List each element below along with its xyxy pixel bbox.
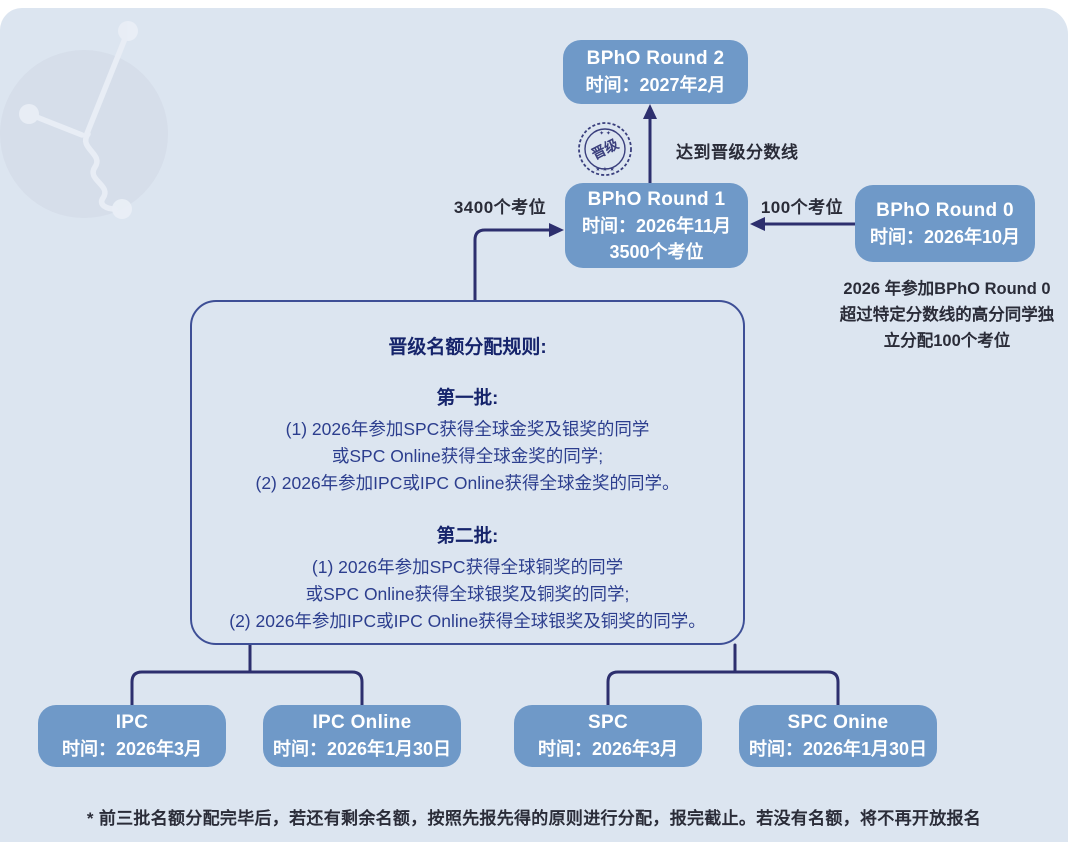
node-spc-online: SPC Onine 时间：2026年1月30日 <box>739 705 937 767</box>
node-title: BPhO Round 1 <box>587 188 726 210</box>
node-time: 时间：2027年2月 <box>585 75 726 95</box>
node-title: IPC <box>115 712 149 733</box>
batch2-line: 或SPC Online获得全球银奖及铜奖的同学; <box>305 584 630 604</box>
node-time: 时间：2026年1月30日 <box>272 739 452 759</box>
batch1-lines: (1) 2026年参加SPC获得全球金奖及银奖的同学 或SPC Online获得… <box>256 416 680 497</box>
node-ipc-online: IPC Online 时间：2026年1月30日 <box>263 705 461 767</box>
round0-note: 2026 年参加BPhO Round 0 超过特定分数线的高分同学独 立分配10… <box>828 276 1066 354</box>
node-bpho-round-0: BPhO Round 0 时间：2026年10月 <box>855 185 1035 262</box>
label-promote-cutoff: 达到晋级分数线 <box>676 143 799 162</box>
batch2-line: (1) 2026年参加SPC获得全球铜奖的同学 <box>311 557 624 577</box>
node-title: BPhO Round 0 <box>876 199 1014 221</box>
arrowhead-left <box>750 217 765 231</box>
svg-text:★ ★ ★: ★ ★ ★ <box>595 166 614 173</box>
label-100-seats: 100个考位 <box>760 198 844 217</box>
node-time: 时间：2026年1月30日 <box>748 739 928 759</box>
node-time: 时间：2026年3月 <box>537 739 679 759</box>
round0-note-line: 2026 年参加BPhO Round 0 <box>843 280 1051 298</box>
node-title: IPC Online <box>312 712 412 733</box>
batch1-line: 或SPC Online获得全球金奖的同学; <box>331 446 604 466</box>
batch2-heading: 第二批: <box>436 525 499 546</box>
svg-text:✦ ✦: ✦ ✦ <box>599 130 611 137</box>
badge-label: 晋级 <box>589 135 622 162</box>
round0-note-line: 立分配100个考位 <box>883 332 1011 350</box>
rules-title: 晋级名额分配规则: <box>388 337 547 358</box>
node-title: SPC Onine <box>787 712 889 733</box>
promotion-seal-icon: 晋级 ✦ ✦ ★ ★ ★ <box>578 122 632 176</box>
node-seats: 3500个考位 <box>609 241 704 262</box>
label-3400-seats: 3400个考位 <box>453 198 547 217</box>
node-time: 时间：2026年3月 <box>61 739 203 759</box>
node-title: SPC <box>588 712 628 733</box>
footnote: * 前三批名额分配完毕后，若还有剩余名额，按照先报先得的原则进行分配，报完截止。… <box>86 809 982 828</box>
arrowhead-up <box>643 104 657 119</box>
node-time: 时间：2026年11月 <box>581 215 732 236</box>
left-bracket <box>130 670 364 707</box>
node-bpho-round-2: BPhO Round 2 时间：2027年2月 <box>563 40 748 104</box>
batch1-line: (1) 2026年参加SPC获得全球金奖及银奖的同学 <box>285 419 650 439</box>
node-ipc: IPC 时间：2026年3月 <box>38 705 226 767</box>
node-bpho-round-1: BPhO Round 1 时间：2026年11月 3500个考位 <box>565 183 748 268</box>
node-spc: SPC 时间：2026年3月 <box>514 705 702 767</box>
arrowhead-right <box>549 223 564 237</box>
promotion-rules-box: 晋级名额分配规则: 第一批: (1) 2026年参加SPC获得全球金奖及银奖的同… <box>190 300 745 645</box>
flowchart-panel: 晋级 ✦ ✦ ★ ★ ★ BPhO Round 2 时间：2027年2月 BPh… <box>0 8 1068 842</box>
batch1-line: (2) 2026年参加IPC或IPC Online获得全球金奖的同学。 <box>255 473 680 493</box>
node-time: 时间：2026年10月 <box>869 226 1021 247</box>
batch2-lines: (1) 2026年参加SPC获得全球铜奖的同学 或SPC Online获得全球银… <box>229 554 705 635</box>
batch1-heading: 第一批: <box>436 387 499 408</box>
arrow-rules-to-round1 <box>473 228 551 302</box>
round0-note-line: 超过特定分数线的高分同学独 <box>839 306 1055 324</box>
batch2-line: (2) 2026年参加IPC或IPC Online获得全球银奖及铜奖的同学。 <box>229 611 706 631</box>
right-bracket <box>606 670 840 707</box>
node-title: BPhO Round 2 <box>586 48 725 69</box>
connector-lines <box>130 104 857 707</box>
